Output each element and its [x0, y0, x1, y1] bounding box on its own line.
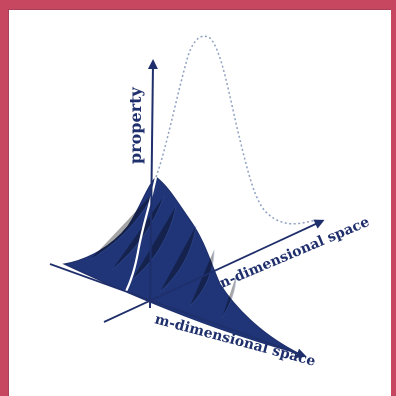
property-label: property — [126, 87, 145, 164]
m-dimensional-axis — [49, 263, 307, 359]
figure-panel — [8, 9, 391, 396]
projected-curve — [155, 35, 317, 225]
property-axis — [147, 59, 158, 309]
n-dimensional-axis — [103, 219, 325, 323]
distribution-surface — [62, 176, 301, 355]
n-dimensional-label: n-dimensional space — [217, 214, 372, 292]
surface-grid — [89, 189, 237, 319]
